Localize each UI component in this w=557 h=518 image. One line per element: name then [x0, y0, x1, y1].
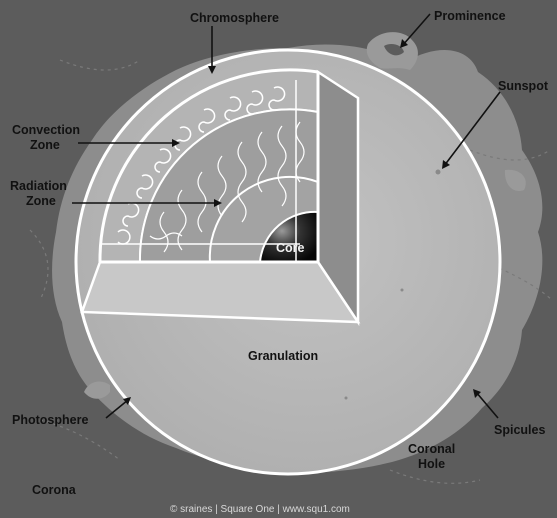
label-radiation-line1: Radiation — [10, 179, 67, 193]
label-coronal-line1: Coronal — [408, 442, 455, 456]
label-sunspot: Sunspot — [498, 79, 549, 93]
label-photosphere: Photosphere — [12, 413, 88, 427]
image-credit: © sraines | Square One | www.squ1.com — [170, 504, 350, 515]
label-granulation: Granulation — [248, 349, 318, 363]
label-convection-line2: Zone — [30, 138, 60, 152]
label-convection-line1: Convection — [12, 123, 80, 137]
label-chromosphere: Chromosphere — [190, 11, 279, 25]
label-radiation-line2: Zone — [26, 194, 56, 208]
label-spicules: Spicules — [494, 423, 545, 437]
label-prominence: Prominence — [434, 9, 506, 23]
label-core: Core — [276, 241, 305, 255]
label-corona: Corona — [32, 483, 77, 497]
label-coronal-line2: Hole — [418, 457, 445, 471]
